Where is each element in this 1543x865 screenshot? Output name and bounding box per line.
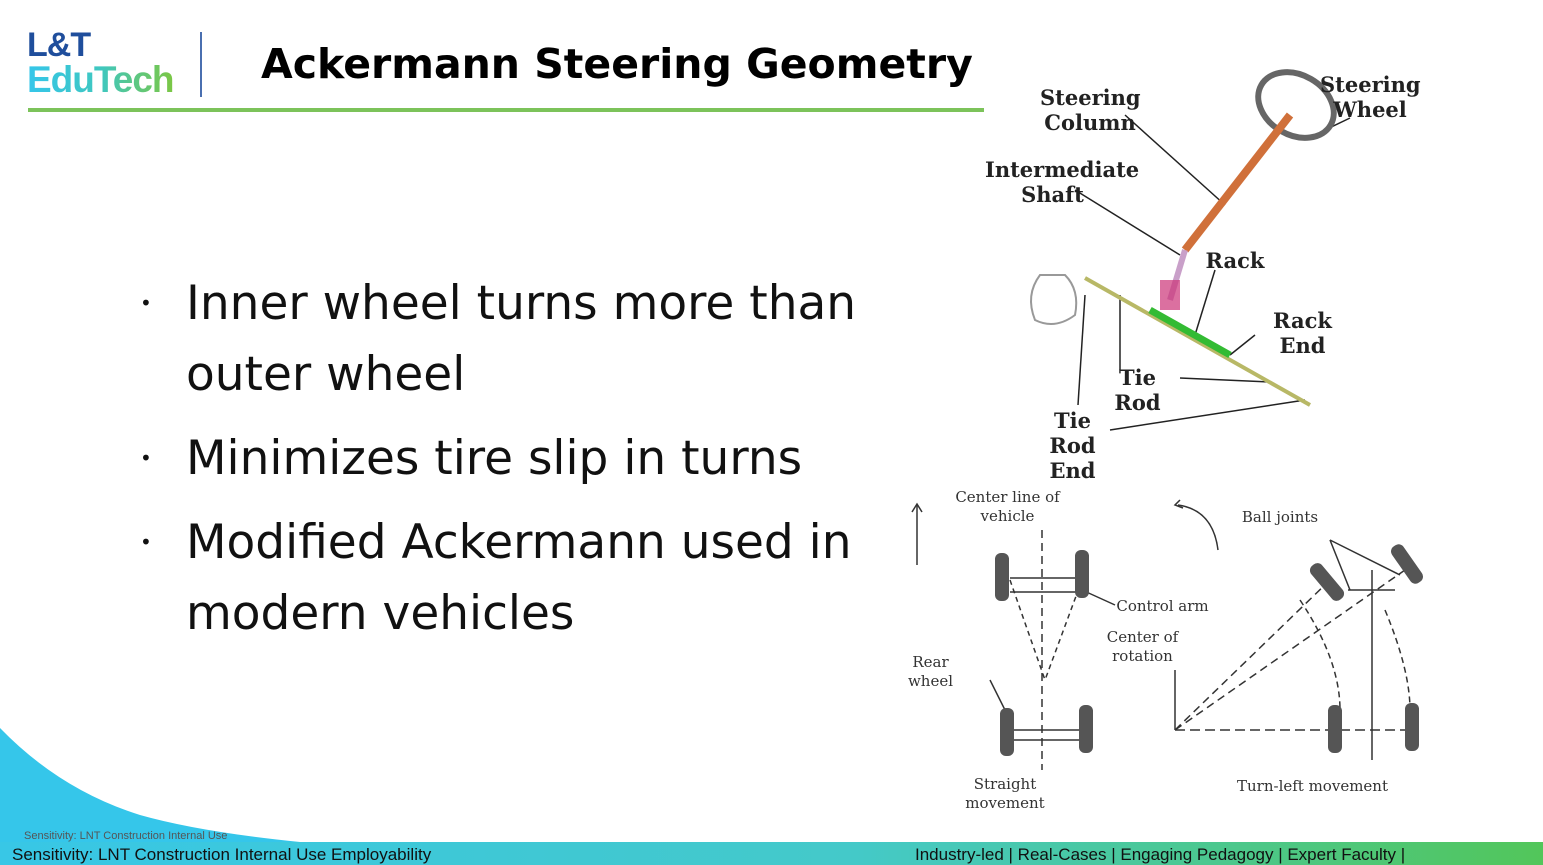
bullet-text: Modified Ackermann used in modern vehicl… bbox=[186, 515, 852, 641]
footer-right-text: Industry-led | Real-Cases | Engaging Ped… bbox=[915, 845, 1406, 864]
sensitivity-label-small: Sensitivity: LNT Construction Internal U… bbox=[24, 830, 228, 842]
bullet-dot-icon: • bbox=[140, 530, 152, 554]
label-control-arm: Control arm bbox=[1116, 597, 1209, 615]
label-rear-wheel: Rear wheel bbox=[907, 653, 954, 690]
header-divider bbox=[200, 32, 202, 97]
bullet-list: • Inner wheel turns more than outer wheel… bbox=[140, 268, 860, 662]
bullet-item: • Minimizes tire slip in turns bbox=[140, 423, 860, 494]
bullet-item: • Modified Ackermann used in modern vehic… bbox=[140, 507, 860, 649]
label-ball-joints: Ball joints bbox=[1241, 508, 1319, 526]
logo-lt: L&T bbox=[27, 26, 91, 64]
label-center-line: Center line of vehicle bbox=[955, 488, 1060, 525]
label-turn-left-movement: Turn-left movement bbox=[1237, 777, 1388, 795]
bullet-text: Inner wheel turns more than outer wheel bbox=[186, 276, 857, 402]
footer-left-text: Sensitivity: LNT Construction Internal U… bbox=[12, 845, 432, 864]
corner-wave-decoration bbox=[0, 728, 300, 845]
label-steering-column: Steering Column bbox=[1040, 85, 1141, 135]
footer-bar bbox=[0, 842, 1543, 865]
bullet-dot-icon: • bbox=[140, 291, 152, 315]
label-rack: Rack bbox=[1205, 248, 1265, 273]
bullet-item: • Inner wheel turns more than outer wheel bbox=[140, 268, 860, 410]
label-center-rotation: Center of rotation bbox=[1106, 628, 1179, 665]
bullet-dot-icon: • bbox=[140, 446, 152, 470]
label-steering-wheel: Steering Wheel bbox=[1320, 72, 1421, 122]
slide-title: Ackermann Steering Geometry bbox=[261, 40, 973, 88]
logo-edutech: EduTech bbox=[27, 59, 174, 100]
label-rack-end: Rack End bbox=[1273, 308, 1332, 358]
title-underline bbox=[28, 108, 984, 112]
label-tie-rod: Tie Rod bbox=[1114, 365, 1161, 415]
label-straight-movement: Straight movement bbox=[965, 775, 1045, 812]
label-tie-rod-end: Tie Rod End bbox=[1049, 408, 1096, 483]
label-intermediate-shaft: Intermediate Shaft bbox=[985, 157, 1140, 207]
bullet-text: Minimizes tire slip in turns bbox=[186, 431, 803, 486]
